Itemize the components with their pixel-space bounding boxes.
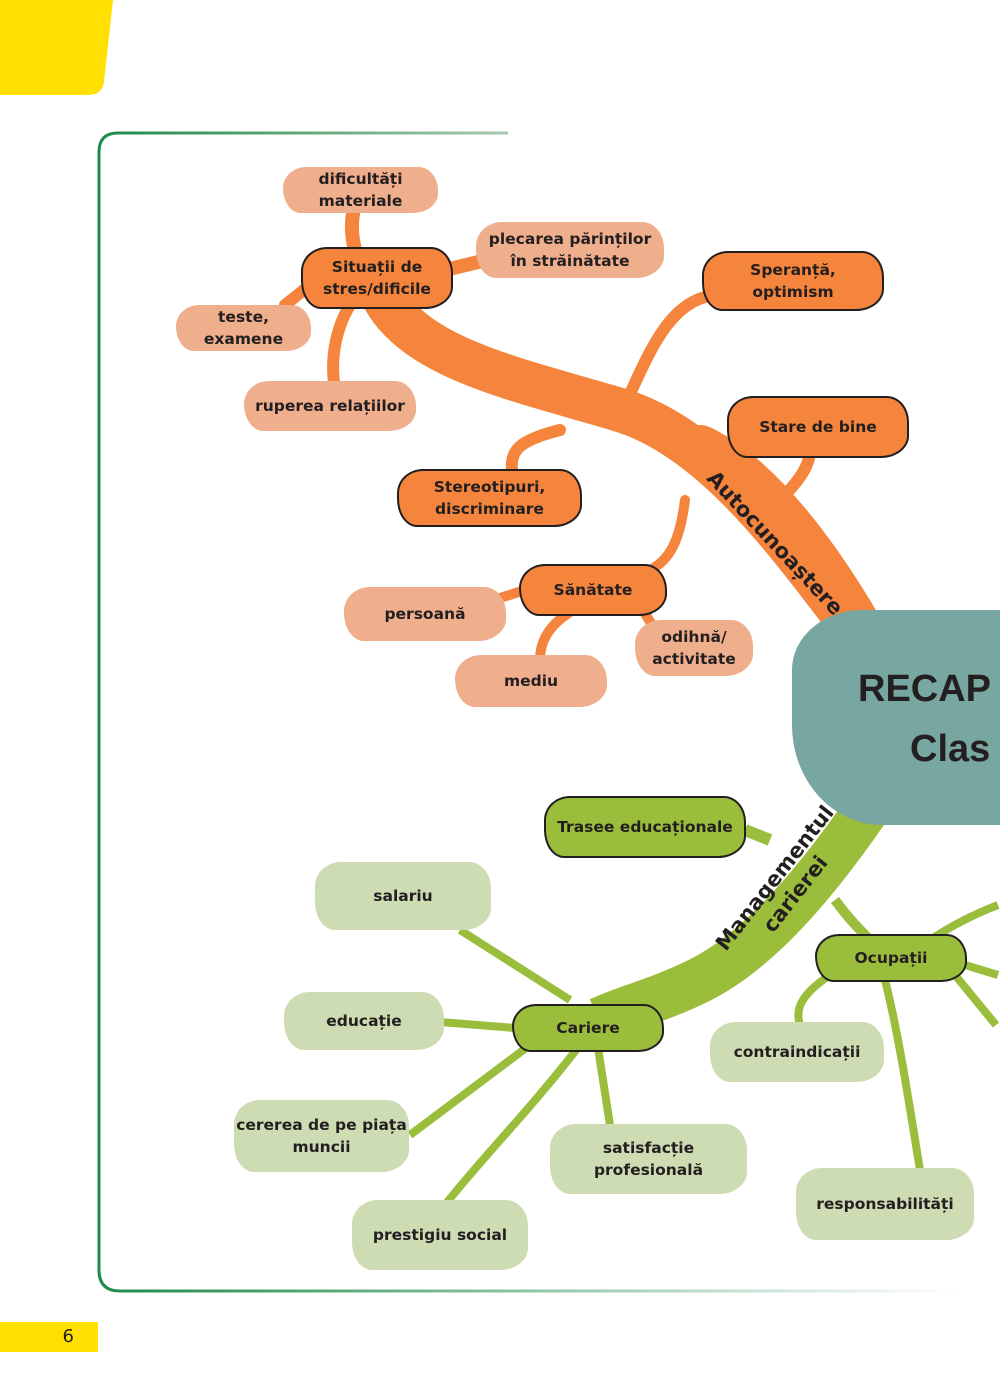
green-branches <box>407 777 1000 1208</box>
node-sanatate: Sănătate <box>519 564 667 616</box>
node-mediu: mediu <box>455 655 607 707</box>
frame-top <box>97 131 508 153</box>
node-teste-examene: teste, examene <box>176 305 311 351</box>
page-number-tab: 6 <box>0 1322 98 1352</box>
central-title-line1: RECAP <box>858 668 992 710</box>
yellow-corner-tab <box>0 0 113 95</box>
frame-bottom <box>97 1269 960 1293</box>
node-stare-de-bine: Stare de bine <box>727 396 909 458</box>
node-satisfactie-profesionala: satisfacție profesională <box>550 1124 747 1194</box>
node-salariu: salariu <box>315 862 491 930</box>
node-dificultati-materiale: dificultăți materiale <box>283 167 438 213</box>
node-ocupatii: Ocupații <box>815 934 967 982</box>
node-cariere: Cariere <box>512 1004 664 1052</box>
node-responsabilitati: responsabilități <box>796 1168 974 1240</box>
node-persoana: persoană <box>344 587 506 641</box>
node-plecarea-parintilor: plecarea părinților în străinătate <box>476 222 664 278</box>
page-number: 6 <box>62 1326 74 1347</box>
central-title-line2: Clas <box>910 728 991 770</box>
node-stereotipuri-discriminare: Stereotipuri, discriminare <box>397 469 582 527</box>
node-trasee-educationale: Trasee educaționale <box>544 796 746 858</box>
node-ruperea-relatiilor: ruperea relațiilor <box>244 381 416 431</box>
node-speranta-optimism: Speranță, optimism <box>702 251 884 311</box>
node-contraindicatii: contraindicații <box>710 1022 884 1082</box>
central-topic <box>792 610 1000 825</box>
node-cererea-pe-piata-muncii: cererea de pe piața muncii <box>234 1100 409 1172</box>
node-odihna-activitate: odihnă/ activitate <box>635 620 753 676</box>
node-situatii-de-stres: Situații de stres/dificile <box>301 247 453 309</box>
node-educatie: educație <box>284 992 444 1050</box>
node-prestigiu-social: prestigiu social <box>352 1200 528 1270</box>
